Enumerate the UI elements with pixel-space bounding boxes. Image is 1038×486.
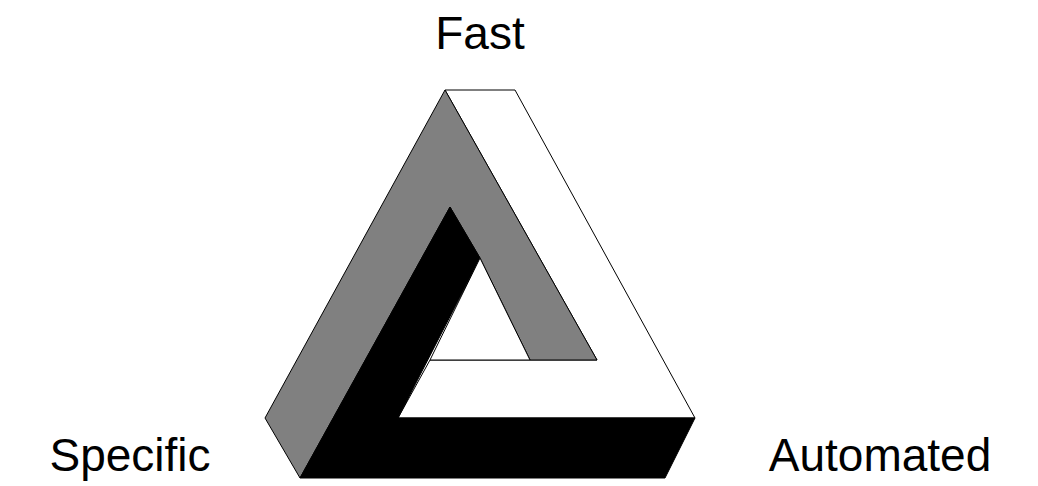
black-face	[300, 207, 695, 478]
corner-label: Specific	[49, 432, 210, 478]
inner-hole	[430, 258, 530, 360]
corner-label: Fast	[435, 10, 524, 56]
corner-label: Automated	[769, 432, 991, 478]
